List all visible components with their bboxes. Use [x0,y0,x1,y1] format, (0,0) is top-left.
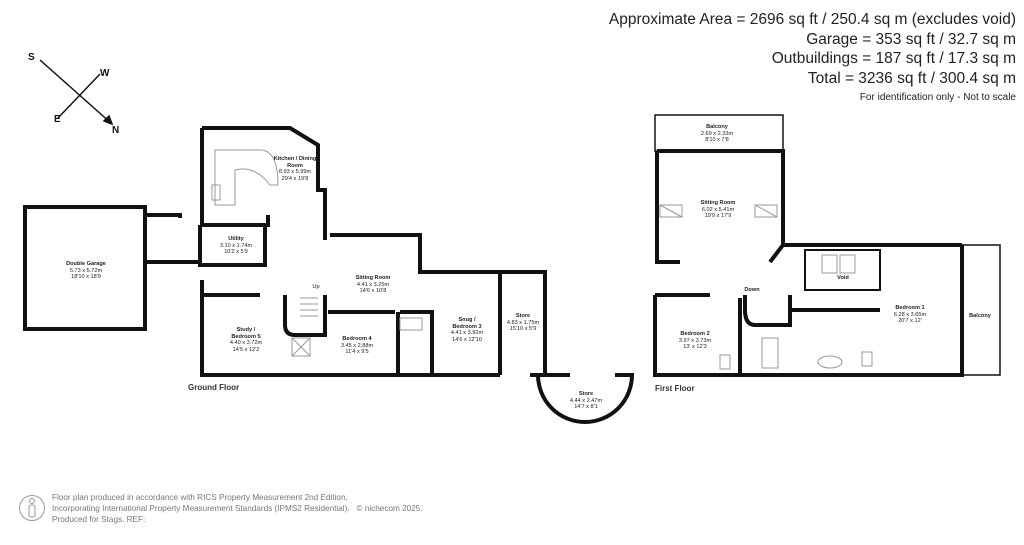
stairs-down-label: Down [744,287,760,293]
compass-s: S [28,52,35,63]
footer-disclaimer: Floor plan produced in accordance with R… [52,493,423,525]
compass-w: W [100,68,110,79]
compass-e: E [54,114,61,125]
first-floor-walls [653,114,1001,377]
area-summary: Approximate Area = 2696 sq ft / 250.4 sq… [609,10,1016,105]
first-floor-fixtures [659,204,873,370]
stairs-up-label: Up [312,284,320,290]
compass-icon: S W E N [28,52,119,136]
copyright: © nichecom 2025. [356,503,423,513]
scale-note: For identification only - Not to scale [859,92,1016,103]
footer-line-1: Floor plan produced in accordance with R… [52,493,348,502]
total-area: Total = 3236 sq ft / 300.4 sq m [807,69,1016,87]
ground-floor-walls [23,126,635,424]
approximate-area: Approximate Area = 2696 sq ft / 250.4 sq… [608,11,1016,28]
person-icon [19,495,45,521]
ground-floor-title: Ground Floor [188,383,240,392]
ground-floor-fixtures [211,149,423,357]
first-floor-title: First Floor [655,384,695,393]
footer-line-2: Incorporating International Property Mea… [52,503,350,513]
compass-n: N [112,125,119,136]
footer-line-3: Produced for Stags. REF: [52,514,146,524]
stairs-icon [300,297,318,317]
void-label: Void [837,275,849,281]
outbuildings-area: Outbuildings = 187 sq ft / 17.3 sq m [771,50,1016,67]
garage-area: Garage = 353 sq ft / 32.7 sq m [806,30,1016,48]
room-balcony-right: Balcony [969,313,991,319]
